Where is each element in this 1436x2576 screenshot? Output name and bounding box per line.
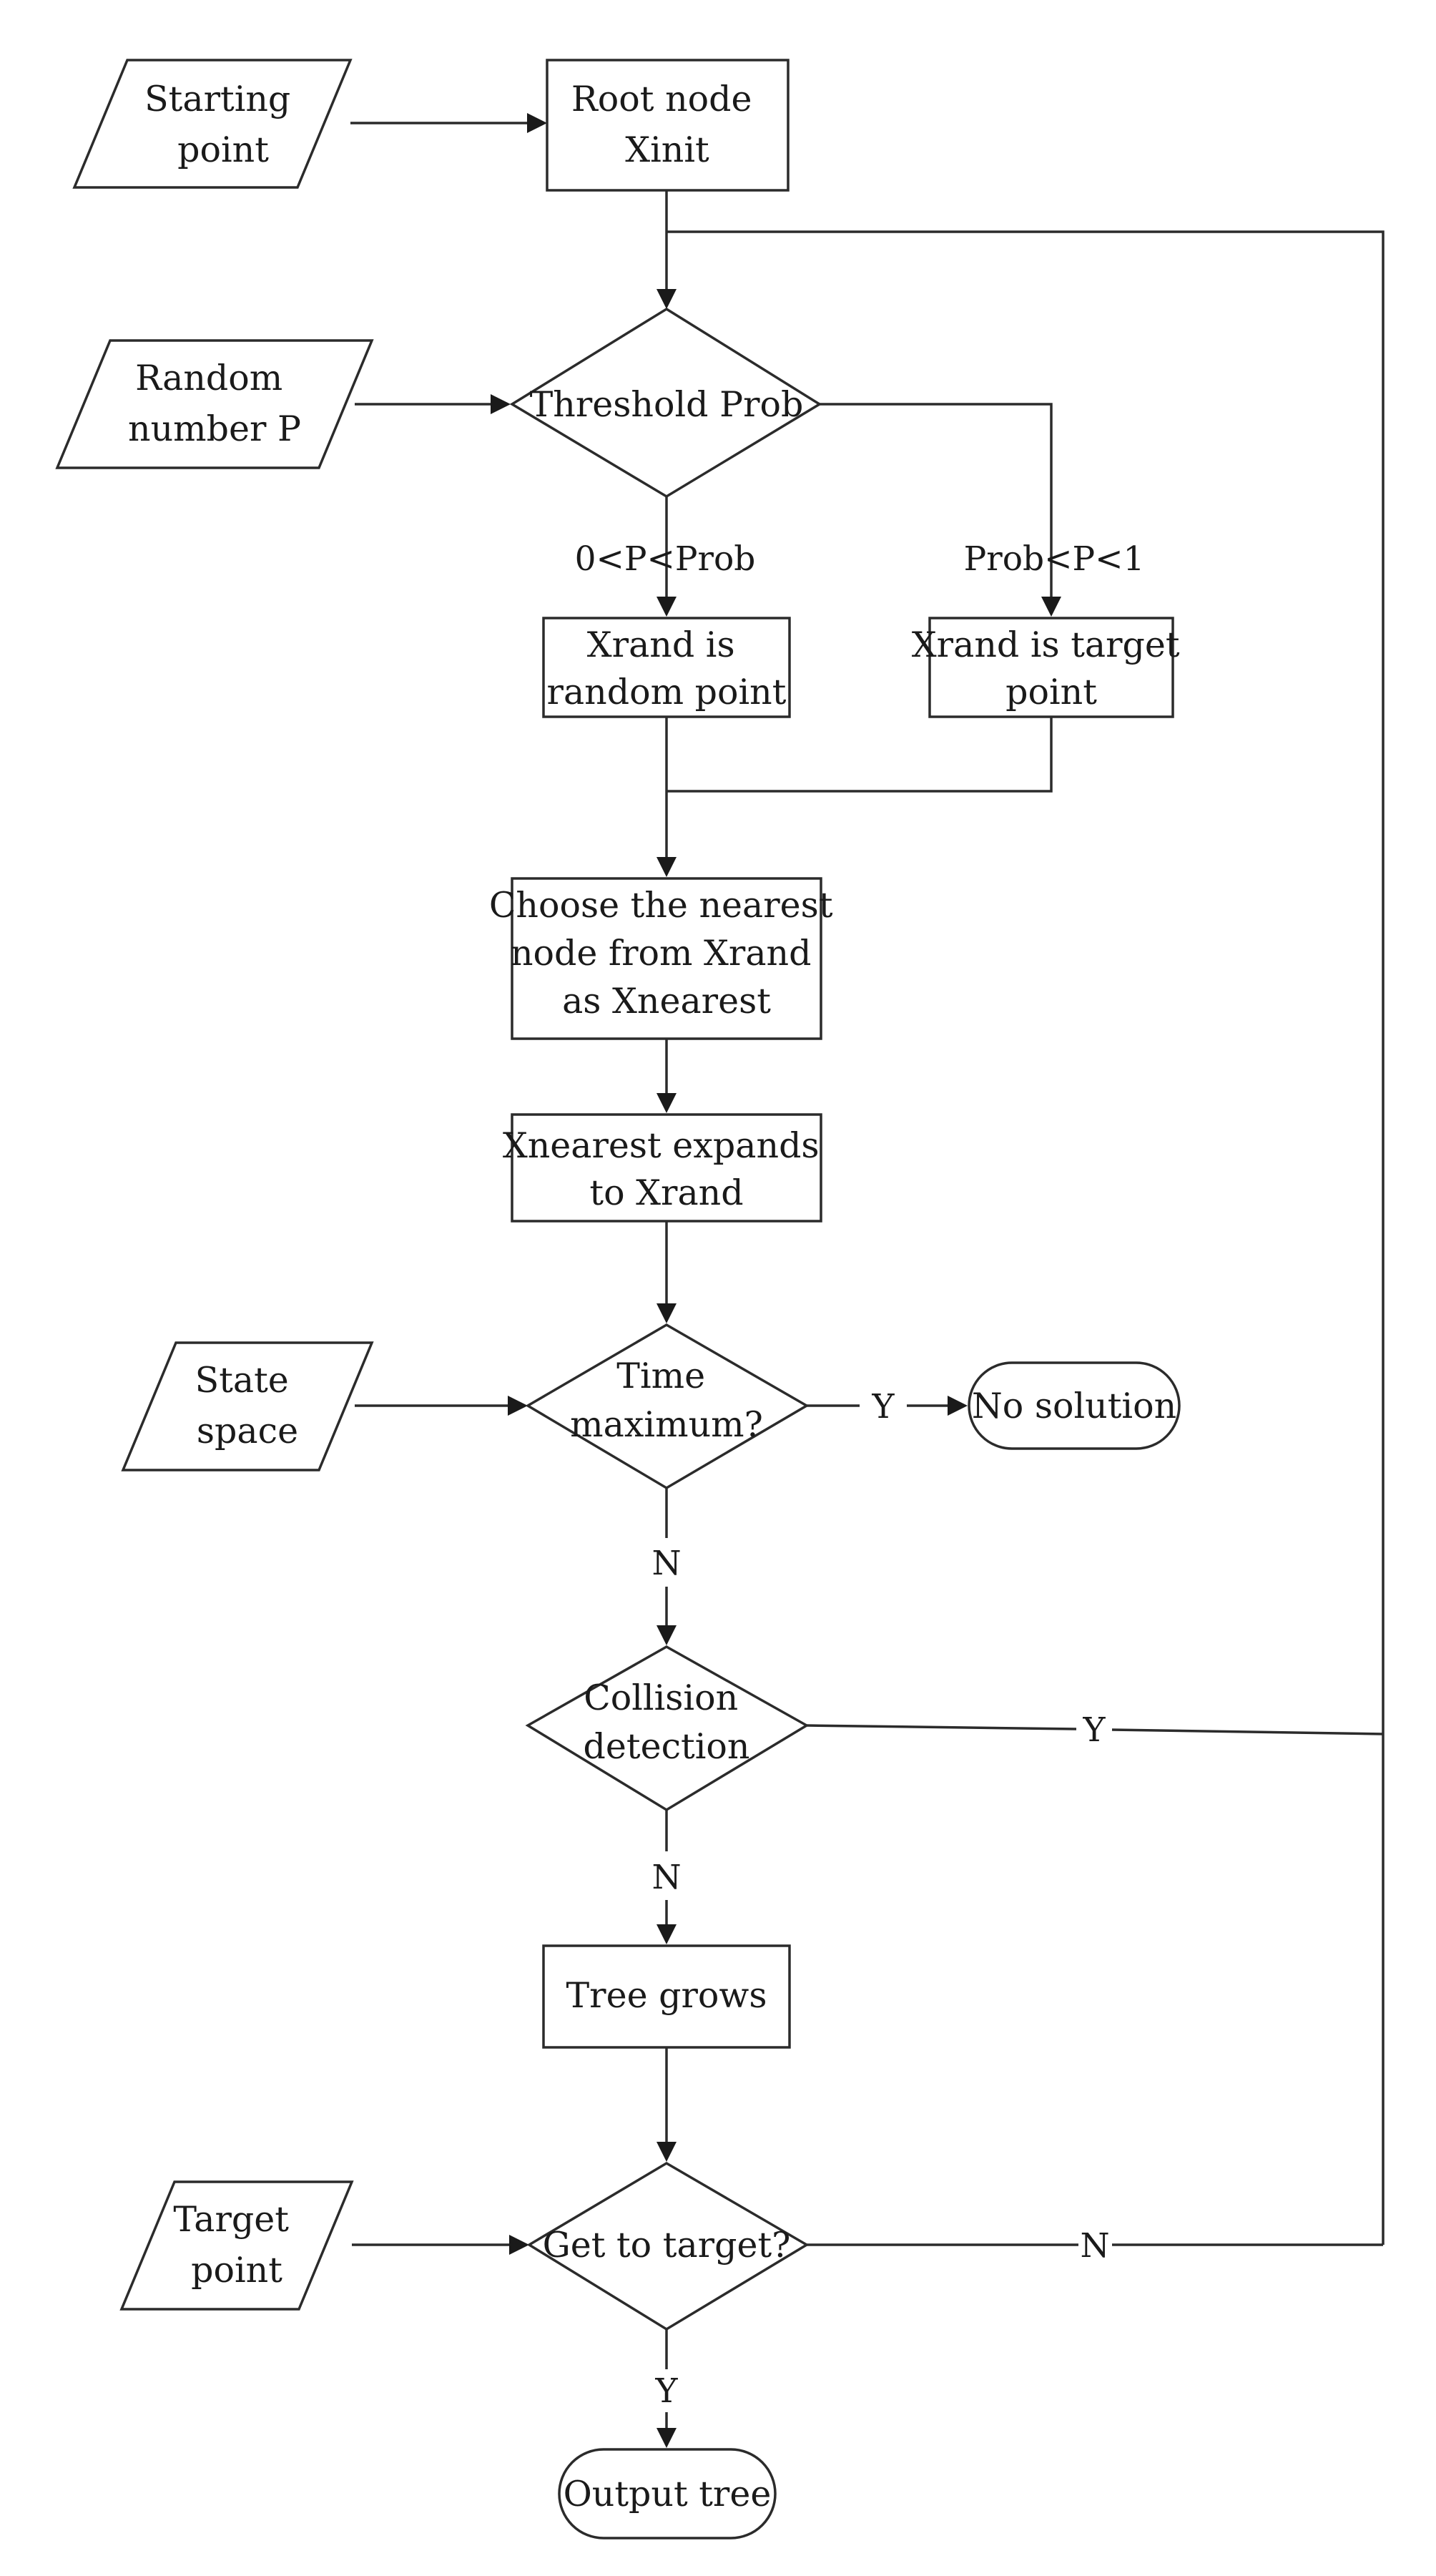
label-high-prob: Prob<P<1	[964, 539, 1145, 579]
node-random-number-line-2: number P	[128, 408, 301, 449]
svg-text:Output tree: Output tree	[564, 2474, 772, 2514]
svg-text:Random number P: Random number P	[128, 358, 301, 449]
node-time-maximum-line-2: maximum?	[570, 1404, 763, 1445]
node-target-point: Target point	[119, 2180, 354, 2311]
edge-collision-yes-b	[1111, 1728, 1384, 1735]
svg-text:Collision detection: Collision detection	[584, 1678, 750, 1767]
node-expand-line-2: to Xrand	[589, 1172, 743, 1213]
svg-text:Xrand is target point: Xrand is target point	[912, 625, 1191, 712]
node-root: Root node Xinit	[546, 59, 790, 192]
node-xrand-target-line-1: Xrand is target	[912, 625, 1180, 665]
node-root-line-2: Xinit	[625, 129, 709, 170]
node-choose-nearest: Choose the nearest node from Xrand as Xn…	[489, 877, 844, 1040]
arrow-into-output-tree	[656, 2428, 677, 2448]
svg-text:Choose the nearest nod: Choose the nearest node from Xrand as Xn…	[489, 885, 844, 1022]
node-threshold: Threshold Prob	[509, 307, 822, 499]
svg-text:Root node Xinit: Root node Xinit	[571, 79, 763, 170]
node-state-space-line-1: State	[195, 1360, 289, 1401]
node-output-tree: Output tree	[558, 2448, 777, 2540]
node-xrand-target: Xrand is target point	[912, 617, 1191, 718]
svg-text:Threshold Prob: Threshold Prob	[530, 384, 804, 425]
svg-text:Tree grows: Tree grows	[566, 1975, 767, 2016]
node-target-point-line-2: point	[191, 2250, 282, 2291]
node-time-maximum: Time maximum?	[525, 1323, 810, 1490]
node-collision-line-2: detection	[584, 1726, 750, 1767]
edge-collision-yes-a	[806, 1724, 1077, 1730]
svg-text:Get to target?: Get to target?	[543, 2225, 791, 2266]
svg-text:Xrand is random point: Xrand is random point	[547, 625, 787, 712]
node-get-to-target-line-1: Get to target?	[543, 2225, 791, 2266]
arrow-into-threshold	[656, 289, 677, 309]
node-xrand-random-line-2: random point	[547, 672, 787, 712]
edges	[350, 113, 1385, 2448]
svg-text:Starting point: Starting point	[144, 79, 302, 170]
node-xrand-random: Xrand is random point	[542, 617, 791, 718]
edge-threshold-to-target	[820, 403, 1053, 597]
node-random-number: Random number P	[55, 339, 374, 469]
node-get-to-target: Get to target?	[526, 2161, 810, 2331]
arrow-into-tree-grows	[656, 1924, 677, 1944]
node-choose-nearest-line-3: as Xnearest	[562, 981, 771, 1022]
label-target-no: N	[1080, 2226, 1109, 2266]
svg-text:Time maximum?: Time maximum?	[570, 1356, 763, 1445]
node-xrand-random-line-1: Xrand is	[587, 625, 735, 665]
arrow-to-xrand-target	[1041, 597, 1061, 617]
edge-loop-back	[667, 230, 1385, 2245]
svg-text:State space: State space	[195, 1360, 300, 1451]
label-target-yes: Y	[654, 2371, 678, 2411]
label-time-yes: Y	[871, 1387, 895, 1426]
node-no-solution-line-1: No solution	[972, 1386, 1176, 1426]
svg-text:No solution: No solution	[972, 1386, 1176, 1426]
node-root-line-1: Root node	[571, 79, 752, 119]
arrow-into-choose	[656, 857, 677, 877]
node-no-solution: No solution	[968, 1361, 1181, 1450]
node-collision: Collision detection	[525, 1645, 810, 1812]
node-choose-nearest-line-1: Choose the nearest	[489, 885, 833, 926]
node-random-number-line-1: Random	[135, 358, 282, 398]
arrow-into-get-target	[656, 2142, 677, 2162]
arrow-into-expand	[656, 1093, 677, 1113]
arrow-targetpoint-to-gettarget	[509, 2235, 529, 2255]
label-time-no: N	[651, 1544, 681, 1583]
arrow-into-no-solution	[948, 1396, 968, 1416]
label-low-prob: 0<P<Prob	[575, 539, 756, 579]
node-state-space: State space	[121, 1341, 374, 1471]
node-time-maximum-line-1: Time	[616, 1356, 705, 1396]
node-target-point-line-1: Target	[173, 2199, 289, 2240]
node-starting-point-line-2: point	[177, 129, 269, 170]
label-collision-no: N	[651, 1858, 681, 1897]
node-starting-point-line-1: Starting	[144, 79, 290, 119]
arrow-into-collision	[656, 1625, 677, 1645]
node-threshold-line-1: Threshold Prob	[530, 384, 804, 425]
node-xrand-target-line-2: point	[1005, 672, 1097, 712]
node-output-tree-line-1: Output tree	[564, 2474, 772, 2514]
edge-labels: 0<P<Prob Prob<P<1 Y N Y N N Y	[575, 539, 1145, 2411]
node-starting-point: Starting point	[72, 59, 353, 189]
node-tree-grows-line-1: Tree grows	[566, 1975, 767, 2016]
node-expand: Xnearest expands to Xrand	[503, 1113, 830, 1223]
node-expand-line-1: Xnearest expands	[503, 1125, 820, 1166]
svg-text:Target point: Target point	[173, 2199, 300, 2291]
node-choose-nearest-line-2: node from Xrand	[511, 933, 812, 974]
label-collision-yes: Y	[1082, 1710, 1106, 1750]
node-collision-line-1: Collision	[584, 1678, 738, 1718]
nodes: Starting point Root node Xinit Random nu…	[55, 59, 1191, 2540]
node-tree-grows: Tree grows	[542, 1944, 791, 2049]
node-state-space-line-2: space	[197, 1411, 298, 1451]
arrow-into-time	[656, 1303, 677, 1323]
arrow-state-to-time	[508, 1396, 528, 1416]
svg-text:Xnearest expands to Xr: Xnearest expands to Xrand	[503, 1125, 830, 1213]
arrow-start-to-root	[527, 113, 547, 133]
arrow-to-xrand-random	[656, 597, 677, 617]
edge-target-merge	[667, 717, 1053, 793]
arrow-random-to-threshold	[491, 394, 511, 414]
